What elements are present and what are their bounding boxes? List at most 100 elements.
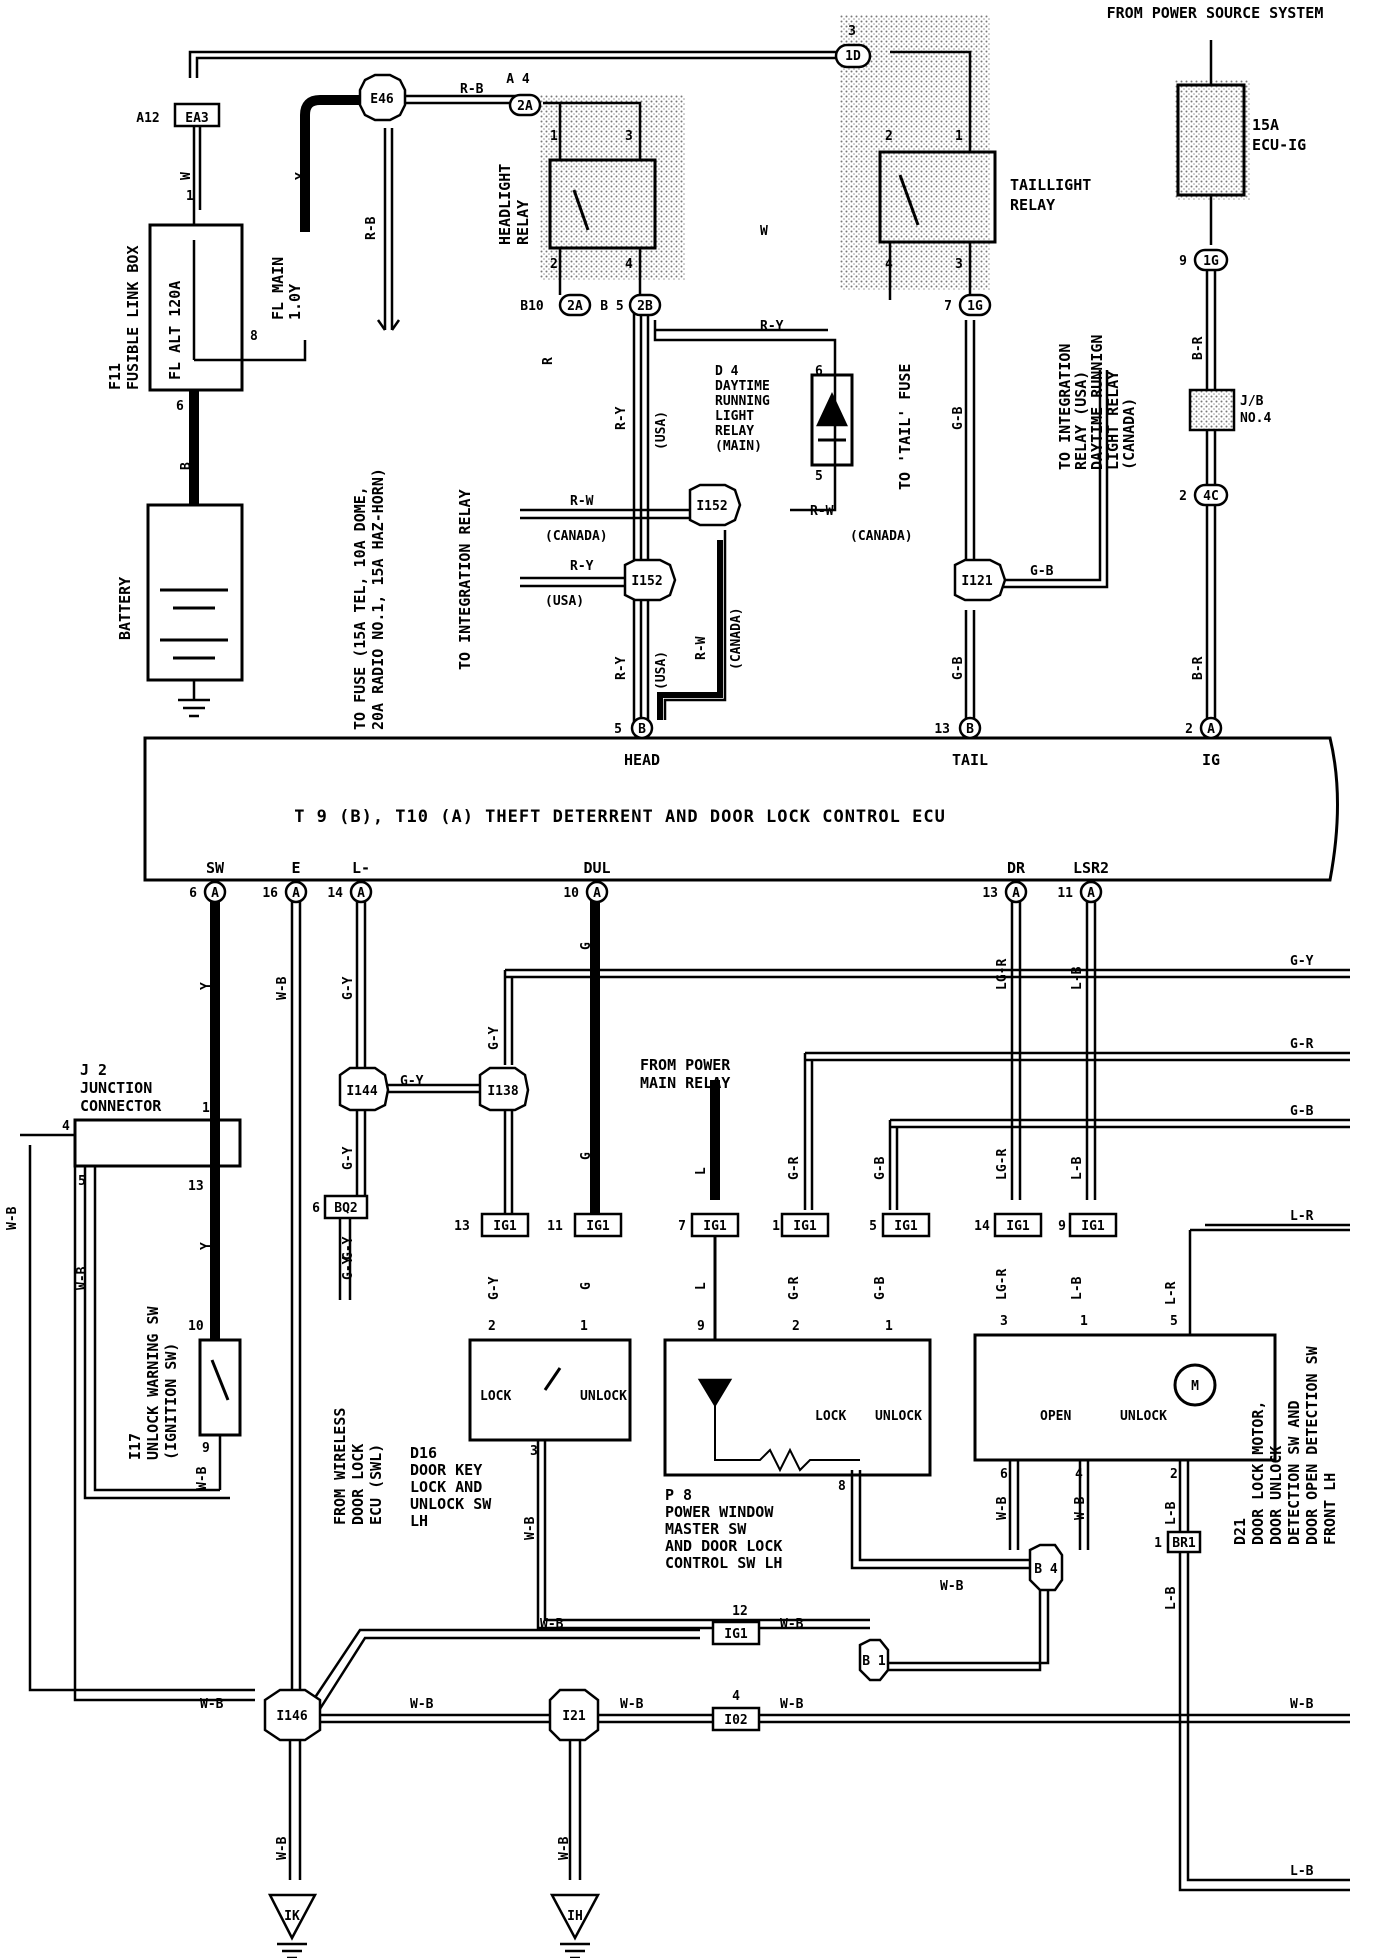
wire-b-v: B: [179, 462, 194, 470]
ig1-pin-0: 13: [454, 1219, 470, 1234]
i152a-label: I152: [696, 499, 727, 514]
d21-3: DOOR UNLOCK: [1267, 1446, 1285, 1545]
to-int-2-2: RELAY (USA): [1072, 371, 1090, 470]
ig1-pin-1: 11: [547, 1219, 563, 1234]
ig1-pin-6: 9: [1058, 1219, 1066, 1234]
junction-1: J 2: [80, 1061, 107, 1079]
junction-2: JUNCTION: [80, 1079, 152, 1097]
br1-label: BR1: [1172, 1536, 1196, 1551]
drl-relay-1: D 4: [715, 364, 739, 379]
pin-dul-num: 10: [563, 886, 579, 901]
pin-1e: 1: [202, 1101, 210, 1116]
pin-5h: 5: [1170, 1314, 1178, 1329]
wire-rw: R-W: [810, 504, 834, 519]
wire-rb-v: R-B: [364, 216, 379, 240]
p8-5: CONTROL SW LH: [665, 1554, 782, 1572]
wire-gb-v2: G-B: [951, 656, 966, 680]
pin-4h: 4: [1075, 1467, 1083, 1482]
d16-3: LOCK AND: [410, 1478, 482, 1496]
p8-4: AND DOOR LOCK: [665, 1537, 782, 1555]
p8-1: P 8: [665, 1486, 692, 1504]
d16-1: D16: [410, 1444, 437, 1462]
usa-1: (USA): [545, 594, 584, 609]
pin-1h: 1: [1080, 1314, 1088, 1329]
pin-tail: TAIL: [952, 751, 988, 769]
pin-3c: 3: [955, 257, 963, 272]
pin-ig-num: 2: [1185, 722, 1193, 737]
to-int-2-4: LIGHT RELAY: [1104, 371, 1122, 470]
ik-label: IK: [284, 1909, 300, 1924]
headlight-relay-1: HEADLIGHT: [496, 164, 514, 245]
pin-2g: 2: [792, 1319, 800, 1334]
power-source-label: FROM POWER SOURCE SYSTEM: [1107, 4, 1324, 22]
wire-ry-v2: R-Y: [614, 656, 629, 680]
wire-lb-v3: L-B: [1070, 1276, 1085, 1300]
c1g-r-label: 1G: [1203, 254, 1219, 269]
jb4-2: NO.4: [1240, 411, 1271, 426]
pin-l-num: 14: [327, 886, 343, 901]
canada-2: (CANADA): [545, 529, 608, 544]
wire-wb-3: W-B: [620, 1697, 644, 1712]
wire-gr-v2: G-R: [787, 1276, 802, 1300]
wire-y-v: Y: [294, 172, 309, 180]
to-int-2-5: (CANADA): [1120, 398, 1138, 470]
wire-gb-v3: G-B: [873, 1156, 888, 1180]
ig1-pin-4: 5: [869, 1219, 877, 1234]
pin-1a: 1: [186, 189, 194, 204]
c2b-label: 2B: [637, 299, 653, 314]
pin-4c: 4: [885, 257, 893, 272]
c1d-label: 1D: [845, 49, 861, 64]
pin-dul-conn: A: [593, 886, 601, 901]
pin-5d: 5: [815, 469, 823, 484]
p8-unlock: UNLOCK: [875, 1409, 922, 1424]
pin-5e: 5: [78, 1174, 86, 1189]
wire-wb-v5: W-B: [5, 1206, 20, 1230]
wire-lb-v4: L-B: [1164, 1501, 1179, 1525]
wire-gy-2: G-Y: [400, 1074, 424, 1089]
taillight-relay-2: RELAY: [1010, 196, 1055, 214]
i21-label: I21: [562, 1709, 586, 1724]
ig1-3: IG1: [703, 1219, 727, 1234]
wire-wb-v3: W-B: [1073, 1496, 1088, 1520]
wire-rw-v: R-W: [694, 636, 709, 660]
wire-wb-v6: W-B: [75, 1266, 90, 1290]
wire-gb-v4: G-B: [873, 1276, 888, 1300]
usa-v: (USA): [654, 411, 669, 450]
fusible-2: FUSIBLE LINK BOX: [124, 246, 142, 391]
wire-rw-2: R-W: [570, 494, 594, 509]
c4c-label: 4C: [1203, 489, 1219, 504]
ig1-5: IG1: [894, 1219, 918, 1234]
ig1-7: IG1: [1081, 1219, 1105, 1234]
c4c-pin: 2: [1179, 489, 1187, 504]
pin-ig: IG: [1202, 751, 1220, 769]
pin-3h: 3: [1000, 1314, 1008, 1329]
wire-rb: R-B: [460, 82, 484, 97]
wire-gy: G-Y: [1290, 954, 1314, 969]
b5-label: B 5: [600, 299, 623, 314]
wire-g-v2: G: [579, 1152, 594, 1160]
wire-lgr-v: LG-R: [995, 959, 1010, 990]
to-int-2-3: DAYTIME RUNNIGN: [1088, 335, 1106, 470]
pin-8g: 8: [838, 1479, 846, 1494]
ig1-4: IG1: [793, 1219, 817, 1234]
c1g-l-label: 1G: [967, 299, 983, 314]
p8-2: POWER WINDOW: [665, 1503, 774, 1521]
wire-wb-8: W-B: [940, 1579, 964, 1594]
connector-shapes: [173, 43, 1229, 1742]
c1g-r-pin: 9: [1179, 254, 1187, 269]
ecu-title: T 9 (B), T10 (A) THEFT DETERRENT AND DOO…: [294, 807, 946, 827]
wire-wb-v8: W-B: [275, 1836, 290, 1860]
pin-tail-conn: B: [966, 722, 974, 737]
i138-label: I138: [487, 1084, 518, 1099]
d16-4: UNLOCK SW: [410, 1495, 492, 1513]
pin-3b: 3: [625, 129, 633, 144]
fusible-1: F11: [106, 363, 124, 390]
wire-lb-v: L-B: [1070, 966, 1085, 990]
wire-lr: L-R: [1290, 1209, 1314, 1224]
bq2-pin: 6: [312, 1201, 320, 1216]
battery-label: BATTERY: [116, 577, 134, 640]
drl-relay-6: (MAIN): [715, 439, 762, 454]
pin-lsr2: LSR2: [1073, 859, 1109, 877]
